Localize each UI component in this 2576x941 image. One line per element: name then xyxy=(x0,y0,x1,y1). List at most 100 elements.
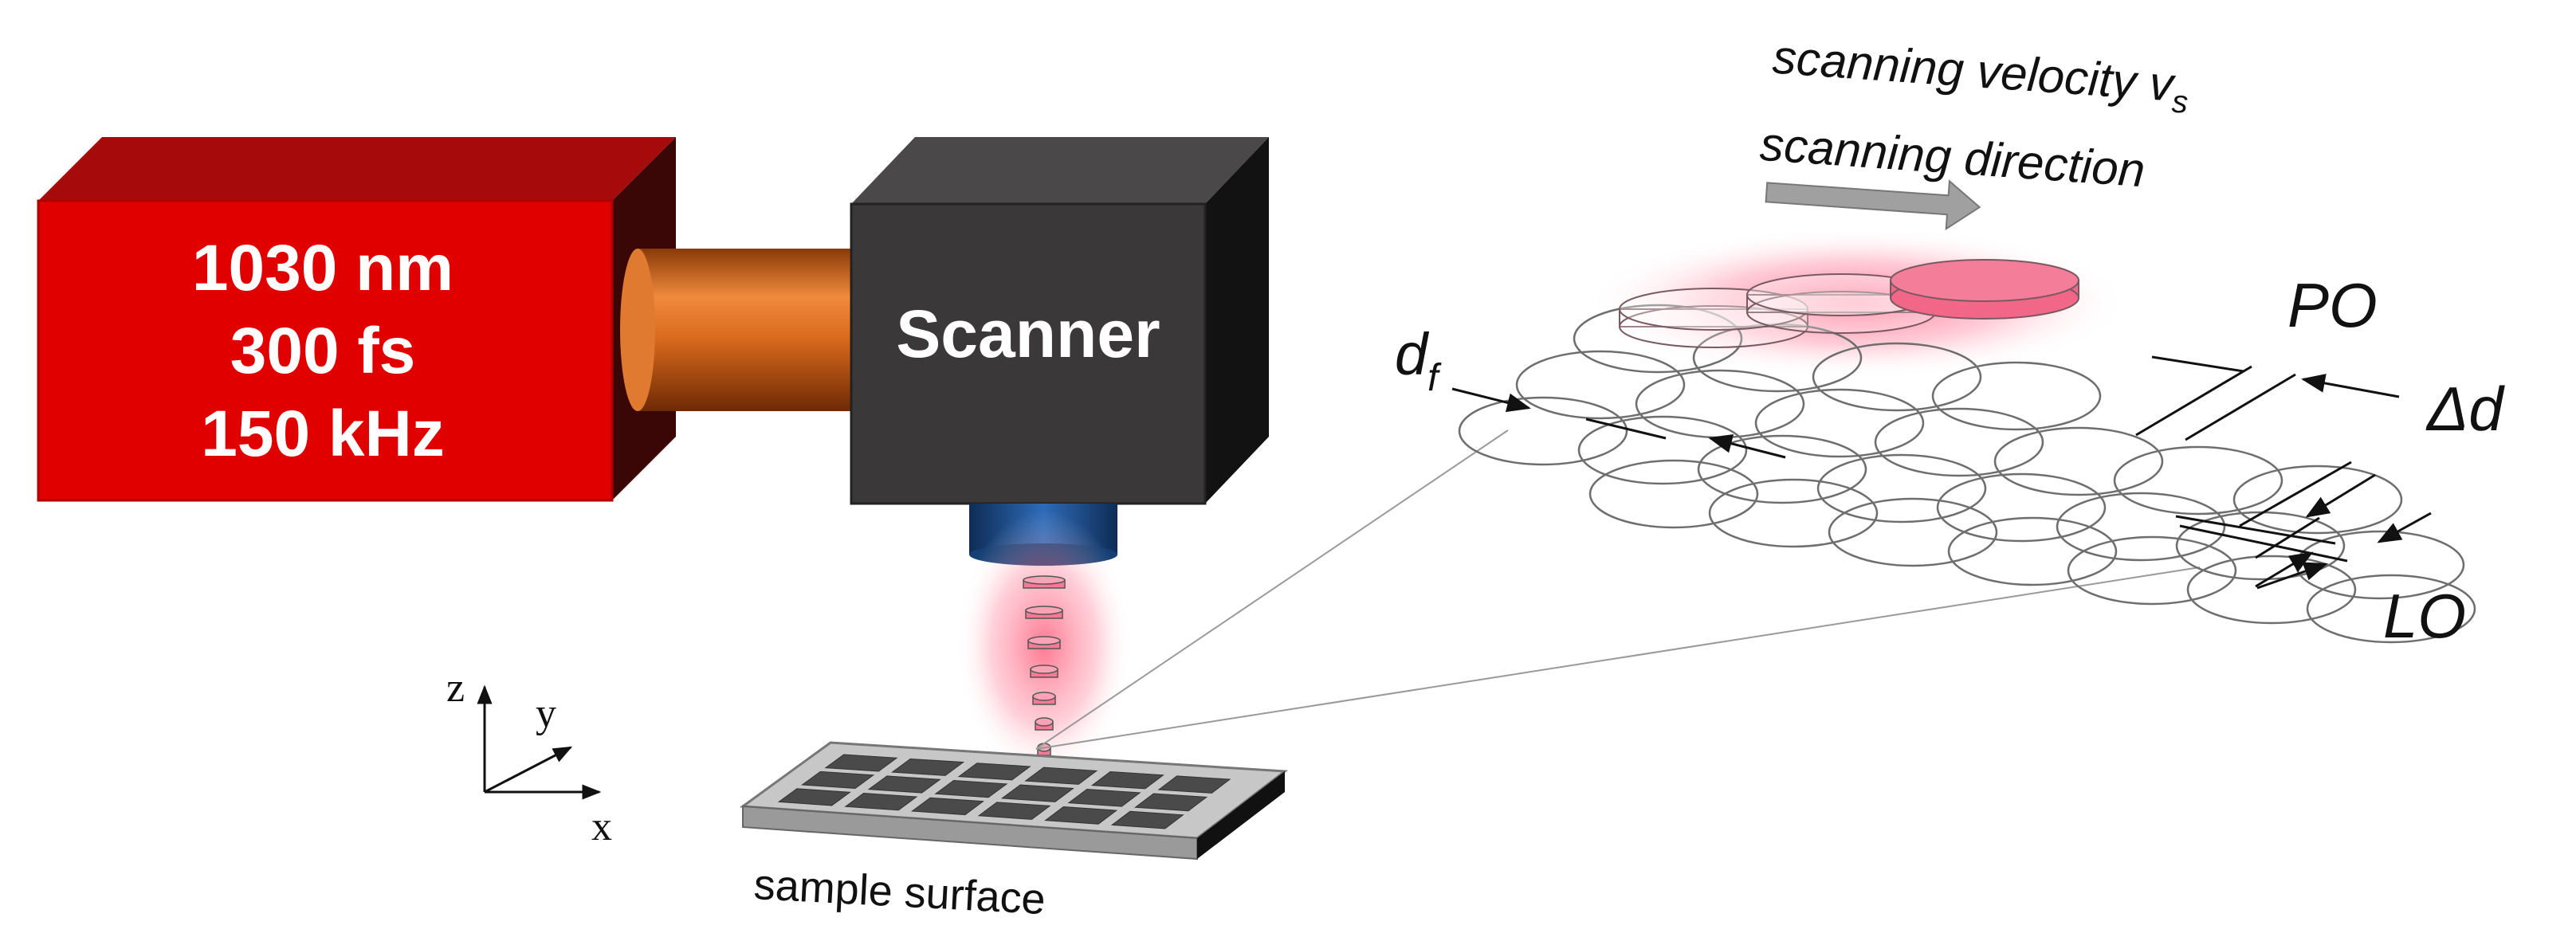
po-extension-left xyxy=(2151,355,2244,373)
sample-cell xyxy=(1090,770,1164,790)
pulse-spot xyxy=(1708,478,1879,548)
sample-cell xyxy=(911,797,984,816)
magnification-lines xyxy=(1035,429,2201,750)
sample-cell xyxy=(891,758,965,776)
pulse-spot xyxy=(1874,407,2044,477)
scanner-front-face xyxy=(850,202,1207,505)
laser-pulse-duration: 300 fs xyxy=(230,315,416,387)
pulse-spot xyxy=(1754,388,1925,458)
sample-cell xyxy=(844,792,918,811)
y-axis-label: y xyxy=(536,691,556,736)
po-leader-2 xyxy=(2185,373,2296,441)
pulse-spot xyxy=(1573,304,1743,374)
line-overlap-label: LO xyxy=(2383,581,2466,651)
sample-cell xyxy=(977,802,1051,820)
pulse-spot xyxy=(1993,426,2164,496)
pulse-spot xyxy=(2056,492,2226,562)
zoom-line-lower xyxy=(1035,567,2201,750)
pulse-spot xyxy=(1936,472,2107,543)
laser-repetition-rate: 150 kHz xyxy=(201,398,444,470)
pulse-spot xyxy=(1931,361,2102,431)
sample-cell xyxy=(867,775,941,794)
pulse-spot xyxy=(1588,459,1759,529)
scanning-direction-group: scanning velocity vs scanning direction xyxy=(1758,30,2191,231)
sample-cell xyxy=(1110,810,1184,829)
delta-d-label: Δd xyxy=(2425,374,2505,444)
delta-d-leader-2 xyxy=(2255,516,2320,559)
df-arrow-left xyxy=(1451,387,1531,413)
pulse-spot xyxy=(2067,535,2237,606)
sample-cell xyxy=(824,754,898,772)
po-arrow xyxy=(2301,374,2400,398)
beam-tube-end xyxy=(620,249,655,411)
spot-grid xyxy=(1458,304,2476,644)
scanner-side-face xyxy=(1205,137,1269,504)
scanning-direction-arrow xyxy=(1765,179,1981,231)
beam-tube xyxy=(620,249,861,411)
sample-cell xyxy=(801,770,875,790)
sample-cell xyxy=(1157,775,1231,794)
beam-pulse-top xyxy=(1032,692,1056,701)
pulse-overlap-label: PO xyxy=(2287,270,2378,340)
df-extension xyxy=(1585,418,1667,440)
beam-pulse-top xyxy=(1030,665,1058,674)
beam-tube-body xyxy=(638,249,861,411)
lo-leader-upper xyxy=(2175,515,2336,545)
pulse-spot xyxy=(2232,465,2403,535)
beam-pulse-top xyxy=(1023,575,1066,585)
laser-top-face xyxy=(38,137,676,201)
sample-cell xyxy=(777,788,851,806)
sample-cell xyxy=(1134,793,1208,812)
sample-plate xyxy=(739,741,1289,861)
y-axis-arrow xyxy=(484,746,573,794)
beam-pulse-top xyxy=(1027,636,1061,645)
sample-cell xyxy=(934,779,1008,798)
sample-cell xyxy=(1067,788,1141,807)
pulse-spot xyxy=(1577,415,1748,485)
pulse-spot xyxy=(1515,350,1686,420)
po-leader-1 xyxy=(2135,365,2252,437)
coordinate-axes: z y x xyxy=(446,665,612,849)
pulse-spot xyxy=(1812,342,1982,412)
pulse-spot xyxy=(2306,574,2476,644)
beam-pulse-top xyxy=(1025,606,1063,615)
pulse-spot xyxy=(1697,434,1867,504)
delta-d-arrow-upper xyxy=(2305,473,2376,518)
pulse-spot xyxy=(1828,497,1998,567)
beam-pulse-top xyxy=(1035,717,1054,727)
pulse-spot xyxy=(1947,516,2118,586)
sample-surface-label: sample surface xyxy=(752,861,1046,923)
z-axis-label: z xyxy=(446,665,465,711)
df-arrow-right xyxy=(1708,434,1786,459)
lo-arrow-lower xyxy=(2256,562,2328,590)
spot-diameter-label: df xyxy=(1395,321,1442,399)
scanner-label: Scanner xyxy=(896,296,1160,371)
zoom-line-upper xyxy=(1035,429,1509,750)
raised-pulses xyxy=(1619,259,2079,348)
lo-leader-mid xyxy=(2179,524,2348,563)
sample-cells xyxy=(777,754,1231,829)
dimension-annotations: df PO Δd LO xyxy=(1395,270,2505,651)
sample-side xyxy=(1197,771,1285,859)
scanner-top-face xyxy=(851,137,1269,204)
sample-cell xyxy=(1024,767,1098,785)
scanner: Scanner xyxy=(850,137,1269,505)
laser-wavelength: 1030 nm xyxy=(192,232,454,304)
pulse-spot xyxy=(2175,511,2346,581)
sample-cell xyxy=(1044,806,1118,825)
active-pulse-top xyxy=(1619,288,1808,331)
pulse-spot xyxy=(1635,369,1805,439)
sample-cell xyxy=(1000,784,1074,802)
x-axis-label: x xyxy=(591,804,612,849)
lo-arrow-upper xyxy=(2377,512,2432,543)
pulse-spot xyxy=(2186,555,2357,625)
active-pulse-bottom xyxy=(1619,305,1808,348)
scanning-velocity-label: scanning velocity vs xyxy=(1770,30,2191,120)
delta-d-leader-1 xyxy=(2239,461,2352,527)
delta-d-arrow-lower xyxy=(2255,551,2314,588)
beam-pulses xyxy=(1023,575,1066,756)
pulse-spot xyxy=(1458,396,1628,466)
active-pulse-top xyxy=(1890,259,2079,302)
